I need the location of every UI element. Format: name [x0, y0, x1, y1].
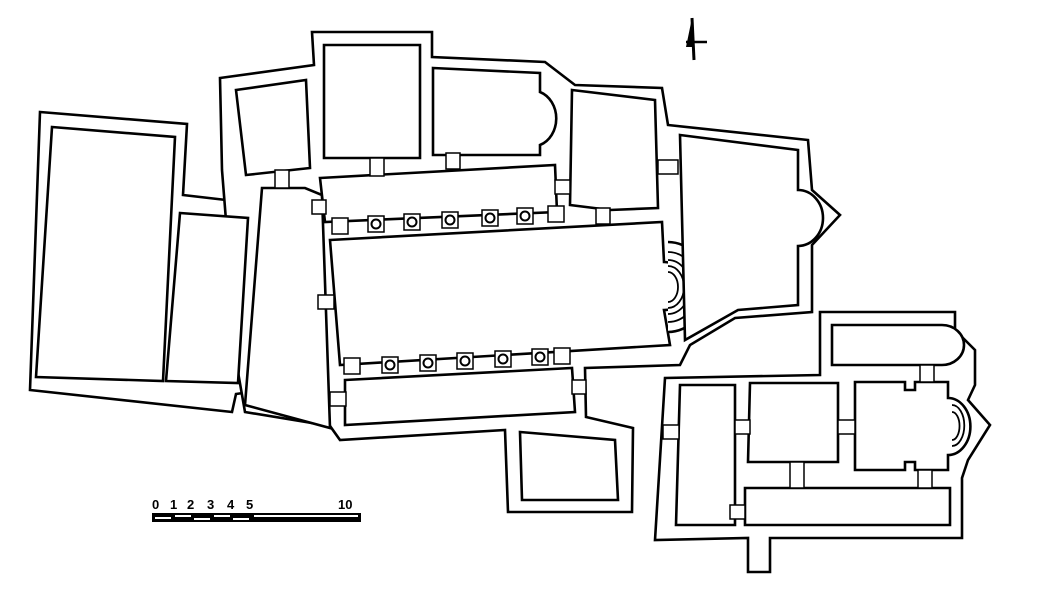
column [497, 353, 509, 365]
scale-segment [254, 515, 358, 517]
room-northeast-apsed [830, 323, 966, 367]
room-narthex-corridor [243, 186, 332, 430]
room-east-apsed [678, 133, 825, 343]
doorway [917, 469, 933, 489]
column-base [553, 347, 571, 365]
room-north-chapel-apsed [431, 66, 558, 157]
north-arrow-icon [686, 17, 707, 61]
apse-step [667, 271, 679, 303]
room-northwest [234, 78, 312, 177]
room-east-middle [746, 381, 840, 464]
nave [328, 220, 688, 367]
doorway [329, 391, 347, 407]
doorway [369, 157, 385, 177]
scale-segment [194, 518, 210, 520]
scale-label-5: 5 [246, 497, 253, 512]
column [406, 216, 418, 228]
column-base [547, 205, 565, 223]
room-north-chapel [322, 43, 422, 160]
room-south-strip [743, 486, 952, 527]
column [370, 218, 382, 230]
doorway [789, 461, 805, 489]
doorway [919, 364, 935, 383]
doorway [311, 199, 327, 215]
scale-label-1: 1 [170, 497, 177, 512]
scale-segment [155, 517, 171, 519]
scale-label-2: 2 [187, 497, 194, 512]
scale-segment [175, 515, 191, 517]
room-northeast [568, 88, 660, 212]
nave-columns [331, 205, 571, 375]
room-east-corridor [674, 383, 737, 527]
doorway [657, 159, 679, 175]
apse-step [951, 411, 961, 441]
room-west-narrow [164, 211, 250, 385]
scale-label-4: 4 [227, 497, 235, 512]
column [519, 210, 531, 222]
scale-segment [233, 518, 249, 520]
doorway [317, 294, 335, 310]
south-aisle [343, 366, 577, 427]
doorway [729, 504, 746, 520]
scale-bar: 0 1 2 3 4 5 10 [152, 497, 361, 522]
doorway [554, 179, 571, 195]
east-apse-steps [951, 404, 966, 447]
column [459, 355, 471, 367]
scale-bar-frame [152, 513, 361, 522]
doorway [734, 419, 751, 435]
room-west-large [34, 125, 177, 383]
scale-label-0: 0 [152, 497, 159, 512]
doorways [274, 152, 935, 520]
doorway [662, 424, 680, 440]
scale-segment [214, 515, 230, 517]
column [484, 212, 496, 224]
room-east-chapel [853, 380, 972, 472]
room-south [518, 430, 620, 502]
scale-label-3: 3 [207, 497, 214, 512]
scale-label-10: 10 [338, 497, 352, 512]
column [534, 351, 546, 363]
column [384, 359, 396, 371]
rooms [34, 43, 972, 527]
column-base [331, 217, 349, 235]
column [422, 357, 434, 369]
apse-step [951, 404, 966, 447]
doorway [274, 169, 290, 189]
doorway [595, 207, 611, 225]
column-base [343, 357, 361, 375]
doorway [445, 152, 461, 170]
doorway [837, 419, 856, 435]
column [444, 214, 456, 226]
doorway [571, 379, 587, 395]
